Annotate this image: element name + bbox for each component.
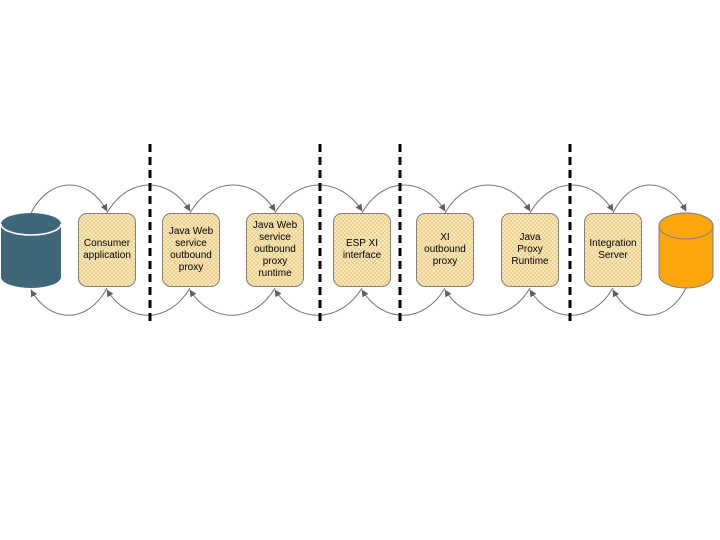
database-cylinder-left (0, 213, 62, 288)
node-label: Java Web service outbound proxy runtime (252, 220, 298, 279)
cylinder-rim (0, 223, 62, 236)
request-arcs (30, 184, 687, 214)
arc-bottom-8 (612, 287, 687, 316)
node-xi-outbound-proxy: XI outbound proxy (416, 213, 474, 287)
node-esp-xi-interface: ESP XI interface (333, 213, 391, 287)
arc-bottom-3 (189, 287, 276, 316)
arc-bottom-1 (30, 287, 108, 316)
node-label: Integration Server (589, 238, 637, 261)
arc-top-5 (361, 184, 446, 214)
node-java-web-service-outbound-proxy-runtime: Java Web service outbound proxy runtime (246, 213, 304, 287)
arc-top-3 (189, 184, 276, 214)
arc-bottom-5 (361, 287, 446, 316)
node-label: ESP XI interface (342, 238, 382, 261)
cylinder-body (1, 213, 61, 288)
node-integration-server: Integration Server (584, 213, 642, 287)
node-java-proxy-runtime: Java Proxy Runtime (501, 213, 559, 287)
node-label: XI outbound proxy (424, 232, 466, 267)
zone-separators (148, 144, 572, 326)
arc-top-8 (612, 184, 687, 214)
node-consumer-application: Consumer application (78, 213, 136, 287)
node-java-web-service-outbound-proxy: Java Web service outbound proxy (162, 213, 220, 287)
database-cylinder-right (658, 212, 714, 289)
node-label: Java Web service outbound proxy (168, 226, 214, 273)
response-arcs (30, 287, 687, 316)
arc-top-1 (30, 184, 108, 214)
node-label: Java Proxy Runtime (511, 232, 549, 267)
node-label: Consumer application (83, 238, 131, 261)
cylinder-top (658, 212, 714, 240)
arc-top-6 (444, 184, 531, 214)
arc-bottom-6 (444, 287, 531, 316)
